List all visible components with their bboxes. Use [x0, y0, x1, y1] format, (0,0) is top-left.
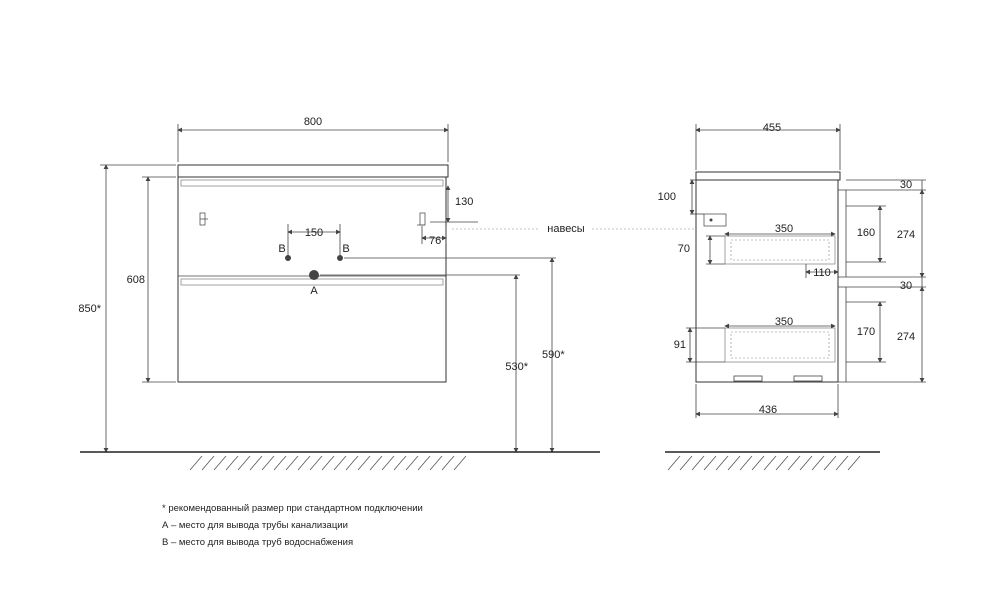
right-hanger-icon: [417, 212, 426, 226]
total-height-label: 850*: [78, 303, 101, 315]
top-drawer-handle: [180, 179, 444, 187]
side-hanger-icon: [703, 213, 727, 227]
drawer1-gap-label: 110: [813, 267, 831, 279]
drawer1-inner-label: 160: [857, 227, 875, 239]
drawer2-inner-label: 170: [857, 326, 875, 338]
label-a: A: [310, 285, 318, 297]
front2-height-label: 274: [897, 331, 915, 343]
drawer2-side-label: 91: [674, 339, 686, 351]
left-hanger-icon: [199, 212, 208, 226]
inlet-b-right-point: [337, 255, 343, 261]
side-floor-hatch: [667, 455, 861, 471]
body-height-label: 608: [127, 274, 145, 286]
top-depth-label: 455: [763, 122, 781, 134]
hanger-offset-label: 76: [429, 235, 441, 247]
drawer2-depth-label: 350: [775, 316, 793, 328]
top-offset-label: 100: [658, 191, 676, 203]
note-inlet-b: В – место для вывода труб водоснабжения: [162, 537, 354, 548]
outlet-a-point: [309, 270, 319, 280]
side-countertop: [695, 171, 841, 181]
bottom-depth-label: 436: [759, 404, 777, 416]
gap-mid-label: 30: [900, 280, 912, 292]
drawer1-depth-label: 350: [775, 223, 793, 235]
note-recommended: * рекомендованный размер при стандартном…: [162, 503, 423, 514]
gap-top-label: 30: [900, 179, 912, 191]
label-b-left: B: [278, 243, 285, 255]
note-outlet-a: А – место для вывода трубы канализации: [162, 520, 348, 531]
inlet-height-label: 590*: [542, 349, 565, 361]
side-cabinet-body: [695, 179, 839, 383]
front1-panel: [838, 189, 847, 278]
front-floor-hatch: [189, 455, 467, 471]
label-b-right: B: [342, 243, 349, 255]
outlet-height-label: 530*: [505, 361, 528, 373]
inlet-b-left-point: [285, 255, 291, 261]
front-width-label: 800: [304, 116, 322, 128]
front-view: 800 850* 608 150 B B A 130 76 530*: [78, 116, 600, 471]
front2-panel: [838, 286, 847, 383]
side-view: 455 436 100 350 70 110 160 350: [658, 122, 926, 471]
front1-height-label: 274: [897, 229, 915, 241]
hanger-drop-label: 130: [455, 196, 473, 208]
drawer1-side-label: 70: [678, 243, 690, 255]
hangers-label: навесы: [547, 223, 585, 235]
front-countertop: [177, 164, 449, 178]
pipe-spacing-label: 150: [305, 227, 323, 239]
